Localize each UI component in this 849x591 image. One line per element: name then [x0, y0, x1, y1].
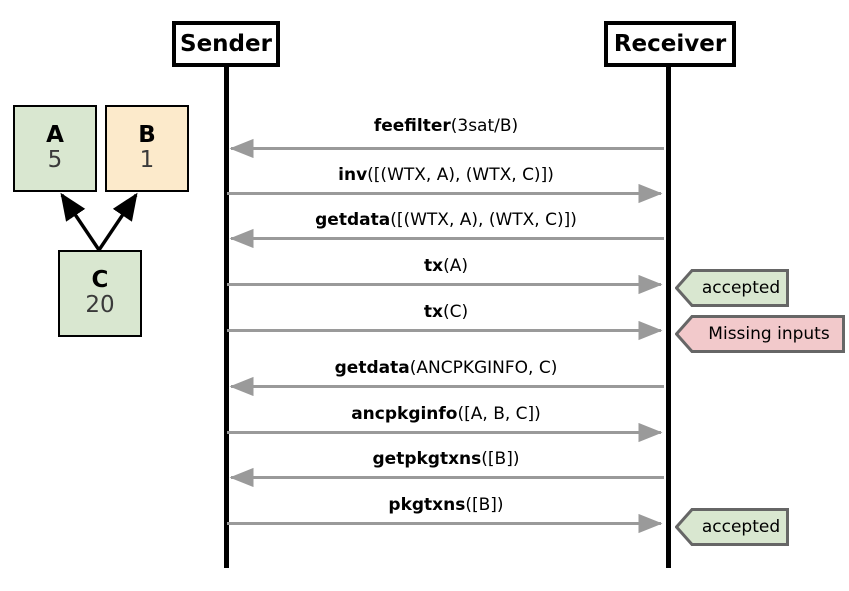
- status-badge-accepted-tx-a-label: accepted: [701, 278, 781, 298]
- participant-sender-label: Sender: [180, 31, 272, 57]
- message-label-tx-c: tx(C): [228, 304, 664, 321]
- tx-edges: [60, 192, 138, 251]
- message-args-feefilter: (3sat/B): [450, 116, 519, 136]
- message-command-getdata-ancpkginfo: getdata: [334, 358, 410, 378]
- lifeline-sender: [223, 66, 229, 568]
- message-command-ancpkginfo: ancpkginfo: [351, 404, 458, 424]
- badge-shape-missing-inputs: [675, 315, 845, 353]
- message-label-ancpkginfo: ancpkginfo([A, B, C]): [228, 406, 664, 423]
- badge-shape-accepted-2: [675, 508, 789, 546]
- message-args-ancpkginfo: ([A, B, C]): [457, 404, 541, 424]
- tx-node-b-value: 1: [139, 147, 155, 174]
- message-command-getpkgtxns: getpkgtxns: [372, 449, 482, 469]
- message-args-getpkgtxns: ([B]): [481, 449, 520, 469]
- message-command-feefilter: feefilter: [373, 116, 451, 136]
- tx-node-a-value: 5: [47, 147, 63, 174]
- status-badge-accepted-pkgtxns[interactable]: accepted: [675, 508, 789, 546]
- message-label-getdata-ancpkginfo: getdata(ANCPKGINFO, C): [228, 360, 664, 377]
- message-args-pkgtxns: ([B]): [465, 495, 504, 515]
- tx-node-c[interactable]: C 20: [58, 250, 142, 337]
- message-args-tx-a: (A): [443, 256, 468, 276]
- tx-node-b-name: B: [138, 122, 156, 149]
- tx-node-a[interactable]: A 5: [13, 105, 97, 192]
- tx-node-b[interactable]: B 1: [105, 105, 189, 192]
- tx-edge-c-to-b: [97, 192, 138, 251]
- message-label-feefilter: feefilter(3sat/B): [228, 118, 664, 135]
- message-label-getdata-wtx: getdata([(WTX, A), (WTX, C)]): [228, 212, 664, 229]
- message-args-getdata-ancpkginfo: (ANCPKGINFO, C): [409, 358, 558, 378]
- message-command-inv: inv: [338, 165, 368, 185]
- message-label-tx-a: tx(A): [228, 258, 664, 275]
- message-args-tx-c: (C): [442, 302, 469, 322]
- badge-shape-accepted: [675, 269, 789, 307]
- message-args-getdata-wtx: ([(WTX, A), (WTX, C)]): [390, 210, 577, 230]
- participant-sender[interactable]: Sender: [172, 21, 280, 67]
- status-badge-accepted-pkgtxns-label: accepted: [701, 517, 781, 537]
- participant-receiver[interactable]: Receiver: [604, 21, 736, 67]
- message-args-inv: ([(WTX, A), (WTX, C)]): [367, 165, 554, 185]
- message-command-tx-c: tx: [423, 302, 443, 322]
- tx-node-c-name: C: [91, 267, 109, 294]
- status-badge-accepted-tx-a[interactable]: accepted: [675, 269, 789, 307]
- lifeline-receiver: [665, 66, 671, 568]
- message-command-getdata-wtx: getdata: [315, 210, 391, 230]
- tx-node-c-value: 20: [85, 292, 115, 319]
- tx-edge-c-to-a: [60, 192, 101, 251]
- message-command-pkgtxns: pkgtxns: [388, 495, 466, 515]
- message-label-pkgtxns: pkgtxns([B]): [228, 497, 664, 514]
- participant-receiver-label: Receiver: [613, 31, 727, 57]
- status-badge-missing-inputs-tx-c[interactable]: Missing inputs: [675, 315, 845, 353]
- status-badge-missing-inputs-label: Missing inputs: [708, 324, 830, 344]
- message-label-inv: inv([(WTX, A), (WTX, C)]): [228, 167, 664, 184]
- message-label-getpkgtxns: getpkgtxns([B]): [228, 451, 664, 468]
- message-command-tx-a: tx: [424, 256, 444, 276]
- tx-node-a-name: A: [46, 122, 64, 149]
